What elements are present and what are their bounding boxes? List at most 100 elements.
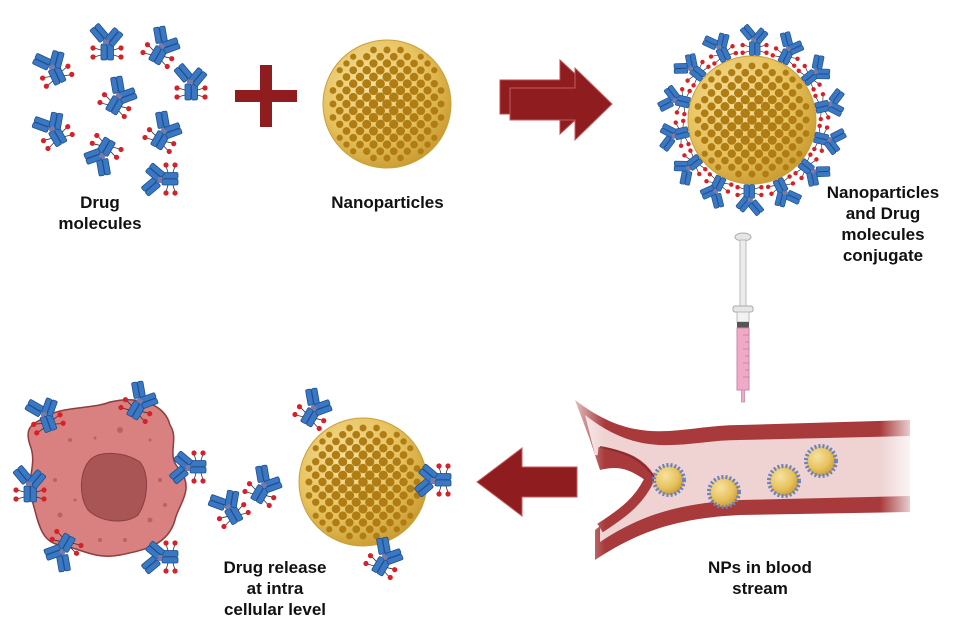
nanoparticle-pore xyxy=(747,101,757,112)
nanoparticle-pore xyxy=(378,497,388,507)
nanoparticle-pore xyxy=(326,431,333,438)
nanoparticle-pore xyxy=(355,86,365,95)
nanoparticle-small-icon xyxy=(767,464,801,498)
nanoparticle-pore xyxy=(403,147,411,155)
nanoparticle-pore xyxy=(305,492,313,499)
nanoparticle-pore xyxy=(761,75,770,84)
nanoparticle-pore xyxy=(720,102,730,111)
nanoparticle-pore xyxy=(358,437,368,446)
nanoparticle-pore xyxy=(781,149,790,158)
nanoparticle-pore xyxy=(363,53,371,61)
nanoparticle-pore xyxy=(707,129,716,138)
nanoparticle-pore xyxy=(727,122,737,132)
nanoparticle-pore xyxy=(748,62,756,70)
nanoparticle-pore xyxy=(395,112,406,123)
nanoparticle-pore xyxy=(402,119,412,129)
nanoparticle-pore xyxy=(713,122,723,132)
nanoparticle-pore xyxy=(351,443,361,453)
nanoparticle-pore xyxy=(734,142,743,152)
nanoparticle-pore xyxy=(389,79,399,89)
nanoparticle-pore xyxy=(437,100,445,108)
nanoparticle-pore xyxy=(351,470,362,481)
antibody-icon xyxy=(811,86,850,123)
nanoparticle-pore xyxy=(375,133,385,143)
nanoparticle-pore xyxy=(342,73,351,81)
nanoparticle-pore xyxy=(740,135,750,145)
nanoparticle-pore xyxy=(364,470,375,481)
nanoparticle-pore xyxy=(707,115,716,125)
nanoparticle-pore xyxy=(403,65,412,75)
nanoparticle-pore xyxy=(707,143,716,151)
nanoparticle-pore xyxy=(789,76,796,83)
nanoparticle-pore xyxy=(735,62,742,70)
nanoparticle-pore xyxy=(781,136,791,145)
nanoparticle-pore xyxy=(781,122,791,132)
nanoparticle-pore xyxy=(754,95,764,105)
nanoparticle-pore xyxy=(747,88,757,98)
nanoparticle-pore xyxy=(344,463,355,474)
nanoparticle-pore xyxy=(402,79,412,89)
nanoparticle-pore xyxy=(358,504,368,514)
nanoparticle-pore xyxy=(370,154,377,162)
nanoparticle-pore xyxy=(416,120,426,129)
nanoparticle-pore xyxy=(369,72,378,82)
antibody-icon xyxy=(734,184,765,217)
nanoparticle-pore xyxy=(349,133,358,142)
antibody-icon xyxy=(28,42,76,91)
nanoparticle-pore xyxy=(431,67,438,74)
nanoparticle-pore xyxy=(368,85,379,96)
nanoparticle-pore xyxy=(715,164,722,171)
nanoparticle-pore xyxy=(741,163,750,172)
nanoparticle-pore xyxy=(331,464,341,473)
nanoparticle-pore xyxy=(795,136,803,144)
nanoparticle-pore xyxy=(727,135,737,145)
nanoparticle-pore xyxy=(362,133,371,143)
nanoparticle-pore xyxy=(365,511,375,521)
nanoparticle-pore xyxy=(362,119,372,129)
nanoparticle-pore xyxy=(410,59,418,68)
nanoparticle-pore xyxy=(335,93,344,102)
nanoparticle-pore xyxy=(331,450,341,460)
nanoparticle-pore xyxy=(318,477,327,487)
nanoparticle-pore xyxy=(358,490,368,501)
label-drug-molecules: Drug molecules xyxy=(58,193,142,233)
nanoparticle-pore xyxy=(701,96,709,104)
nanoparticle-pore xyxy=(399,464,408,473)
nanoparticle-pore xyxy=(761,156,770,165)
nanoparticle-pore xyxy=(350,53,357,60)
nanoparticle-pore xyxy=(318,464,327,473)
nanoparticle-pore xyxy=(338,497,348,507)
nanoparticle-pore xyxy=(754,68,763,77)
nanoparticle-pore xyxy=(747,115,757,125)
nanoparticle-pore xyxy=(378,457,388,467)
nanoparticle-pore xyxy=(339,525,347,533)
nanoparticle-pore xyxy=(768,81,777,91)
nanoparticle-pore xyxy=(733,115,744,125)
nanoparticle-pore xyxy=(788,115,797,125)
nanoparticle-pore xyxy=(741,68,750,77)
nanoparticle-pore xyxy=(319,438,326,445)
nanoparticle-pore xyxy=(355,113,365,122)
nanoparticle-pore xyxy=(761,142,770,152)
nanoparticle-pore xyxy=(424,60,431,67)
nanoparticle-pore xyxy=(332,518,340,527)
nanoparticle-pore xyxy=(720,88,730,98)
nanoparticle-pore xyxy=(336,67,343,74)
antibody-icon xyxy=(173,62,209,101)
double-arrow-right-icon xyxy=(499,58,613,142)
nanoparticle-pore xyxy=(352,525,361,534)
nanoparticle-pore xyxy=(782,164,789,171)
nanoparticle-pore xyxy=(383,46,391,54)
nanoparticle-pore xyxy=(362,92,372,102)
nanoparticle-pore xyxy=(362,106,372,116)
nanoparticle-pore xyxy=(713,108,723,118)
nanoparticle-small-icon xyxy=(707,475,741,509)
nanoparticle-pore xyxy=(396,72,405,82)
nanoparticle-pore xyxy=(728,69,736,77)
nanoparticle-pore xyxy=(311,471,320,480)
nanoparticle-pore xyxy=(713,136,723,145)
nanoparticle-pore xyxy=(740,121,751,132)
nanoparticle-pore xyxy=(406,458,414,466)
nanoparticle-pore xyxy=(343,141,350,148)
nanoparticle-pore xyxy=(382,59,392,68)
